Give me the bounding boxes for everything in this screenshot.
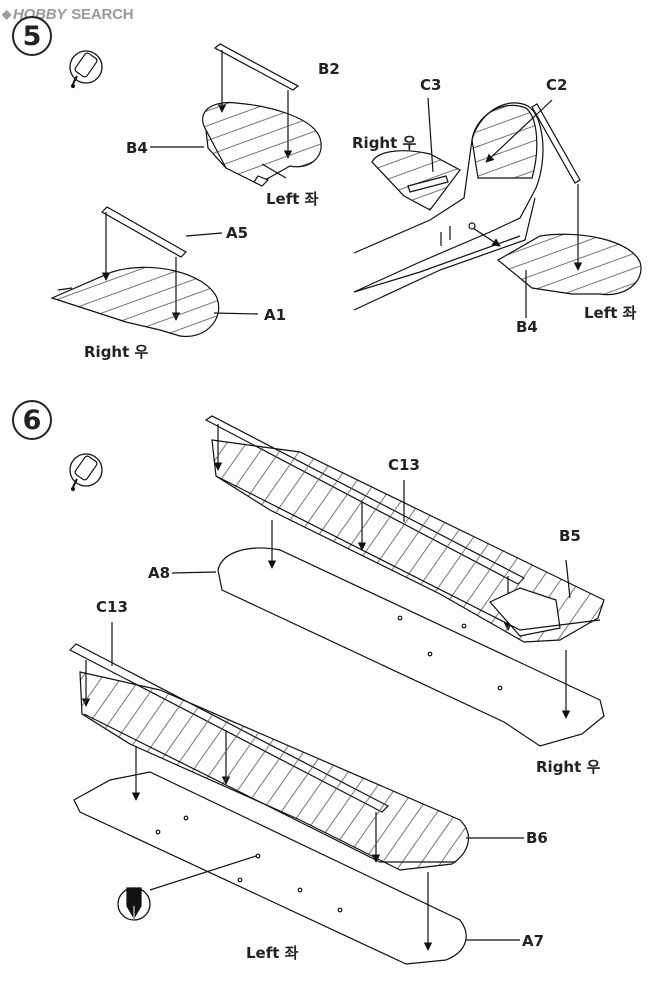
label-c13-top: C13 (388, 456, 420, 474)
marker-pen-icon (117, 887, 151, 921)
label-left-wing: Left 좌 (246, 944, 299, 962)
watermark-logo-icon: ◆ (2, 7, 12, 21)
label-a8: A8 (148, 564, 171, 582)
cement-tube-icon (69, 50, 103, 89)
label-a5: A5 (226, 224, 249, 242)
step-6-number: 6 (12, 400, 52, 440)
marker-leader-line (149, 855, 257, 891)
part-c3-tailplane-right (371, 97, 461, 211)
label-right-a1: Right 우 (84, 343, 149, 361)
label-c2: C2 (546, 76, 568, 94)
label-b5: B5 (559, 527, 581, 545)
part-a7-wing-lower-left (73, 746, 520, 965)
part-a1-tailplane (50, 266, 259, 338)
label-left-b4: Left 좌 (266, 190, 319, 208)
label-b6: B6 (526, 829, 548, 847)
label-c13-bottom: C13 (96, 598, 128, 616)
label-right-wing: Right 우 (536, 758, 601, 776)
label-a7: A7 (522, 932, 545, 950)
part-b4-tailplane-left (150, 101, 322, 187)
label-right-c3: Right 우 (352, 134, 417, 152)
part-b6-wing-upper-left (79, 671, 524, 871)
label-b4-right: B4 (516, 318, 538, 336)
step-5-number: 5 (12, 16, 52, 56)
label-b2: B2 (318, 60, 340, 78)
part-b4-tailplane-right (468, 222, 642, 318)
label-left-b4-right: Left 좌 (584, 304, 637, 322)
label-c3: C3 (420, 76, 442, 94)
watermark: ◆ HOBBY SEARCH (2, 4, 134, 24)
cement-tube-icon-2 (69, 453, 103, 492)
watermark-text-2: SEARCH (71, 5, 134, 23)
label-a1: A1 (264, 306, 287, 324)
label-b4-left: B4 (126, 139, 148, 157)
part-b5-wing-upper-right (211, 439, 605, 643)
part-a8-wing-lower-right (171, 520, 605, 747)
